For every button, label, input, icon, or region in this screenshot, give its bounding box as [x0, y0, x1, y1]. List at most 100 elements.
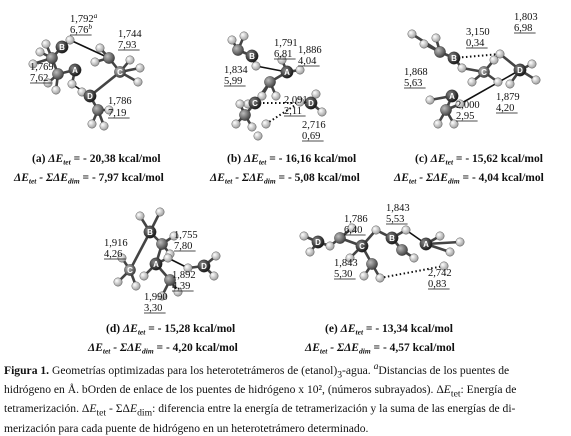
carbon-atom [52, 68, 64, 80]
oxygen-atom [143, 225, 157, 239]
bond-order-label: 7,19 [108, 108, 126, 119]
hydrogen-atom [425, 95, 435, 105]
atom-letter: D [517, 66, 523, 75]
hydrogen-atom [505, 79, 515, 89]
bond-order-label: 6,76b [70, 22, 92, 36]
atom-letter: B [451, 54, 457, 63]
atom-letter: C [481, 68, 487, 77]
hydrogen-atom [375, 273, 385, 283]
bond-order-label: 2,95 [456, 111, 474, 122]
hydrogen-atom [163, 253, 173, 263]
figure-caption: Figura 1. Geometrías optimizadas para lo… [4, 359, 568, 436]
distance-label: 1,916 [104, 238, 128, 249]
energy-tet-e: (e) ΔEtet = - 13,34 kcal/mol [325, 323, 453, 337]
hydrogen-atom [133, 77, 143, 87]
panel-c: B C D A [407, 29, 541, 129]
hydrogen-atom [277, 55, 287, 65]
hydrogen-atom [135, 211, 145, 221]
hydrogen-atom [135, 63, 145, 73]
hydrogen-atom [35, 47, 45, 57]
caption-text-1: Geometrías optimizadas para los heterote… [49, 361, 510, 381]
distance-label: 1,843 [334, 258, 358, 269]
hydrogen-bond [459, 69, 521, 105]
distance-label: 1,803 [514, 12, 538, 23]
weak-hydrogen-bond [265, 101, 301, 125]
hydrogen-atom [157, 291, 167, 301]
distance-label: 1,990 [144, 292, 168, 303]
distance-label: 1,879 [496, 92, 520, 103]
hydrogen-atom [139, 271, 149, 281]
bond-order-label: 6,40 [344, 225, 362, 236]
hydrogen-atom [261, 119, 271, 129]
hydrogen-atom [431, 33, 441, 43]
distance-label: 1,886 [298, 45, 322, 56]
oxygen-atom [68, 63, 82, 77]
distance-label: 2,742 [428, 268, 452, 279]
carbon-atom [46, 52, 58, 64]
oxygen-atom [447, 51, 461, 65]
oxygen-atom [445, 89, 459, 103]
energy-tet-d: (d) ΔEtet = - 15,28 kcal/mol [106, 323, 235, 337]
caption-text-4: merización para cada puente de hidrógeno… [4, 421, 369, 435]
carbon-atom [92, 104, 104, 116]
hydrogen-atom [65, 35, 75, 45]
bond-order-label: 7,80 [174, 241, 192, 252]
oxygen-atom [280, 65, 294, 79]
atom-letter: D [87, 92, 93, 101]
atom-letter: D [201, 262, 207, 271]
hydrogen-atom [271, 91, 281, 101]
oxygen-atom [83, 89, 97, 103]
hydrogen-atom [371, 225, 381, 235]
distance-label: 1,892 [172, 270, 196, 281]
hydrogen-atom [295, 65, 305, 75]
hydrogen-atom [347, 223, 357, 233]
hydrogen-atom [489, 55, 499, 65]
atom-letter: B [147, 228, 153, 237]
distance-label: 1,786 [344, 214, 368, 225]
hydrogen-atom [311, 89, 321, 99]
carbon-atom [440, 104, 452, 116]
hydrogen-atom [211, 251, 221, 261]
hydrogen-atom [235, 99, 245, 109]
hydrogen-atom [527, 59, 537, 69]
energy-tet-a: (a) ΔEtet = - 20,38 kcal/mol [32, 153, 161, 167]
distance-label: 2,716 [302, 120, 326, 131]
hydrogen-atom [41, 39, 51, 49]
distance-label: 1,868 [404, 67, 428, 78]
hydrogen-atom [407, 29, 417, 39]
hydrogen-atom [439, 261, 449, 271]
hydrogen-atom [51, 85, 61, 95]
carbon-atom [164, 274, 176, 286]
bond-order-label: 3,30 [144, 303, 162, 314]
hydrogen-atom [401, 225, 411, 235]
carbon-atom [434, 46, 446, 58]
atom-letter: A [423, 240, 429, 249]
distance-label: 1,786 [108, 96, 132, 107]
bond-order-label: 0,34 [466, 38, 485, 49]
atom-letter: A [449, 92, 455, 101]
hydrogen-atom [295, 97, 305, 107]
oxygen-atom [311, 235, 325, 249]
hydrogen-atom [231, 119, 241, 129]
bond [128, 230, 152, 272]
atom-letter: B [249, 52, 255, 61]
hydrogen-atom [325, 241, 335, 251]
hydrogen-atom [227, 35, 237, 45]
hydrogen-atom [247, 122, 257, 132]
hydrogen-atom [457, 63, 467, 73]
distance-label: 2,091 [284, 95, 308, 106]
hydrogen-atom [467, 77, 477, 87]
bond-order-label: 5,30 [334, 269, 352, 280]
oxygen-atom [245, 49, 259, 63]
hydrogen-atom [104, 105, 114, 115]
energy-tet-b: (b) ΔEtet = - 16,16 kcal/mol [227, 153, 356, 167]
atom-letter: B [389, 234, 395, 243]
distance-label: 1,843 [386, 203, 410, 214]
hydrogen-atom [99, 121, 109, 131]
bond-order-label: 7,93 [118, 40, 136, 51]
hydrogen-atom [455, 237, 465, 247]
carbon-atom [396, 244, 408, 256]
hydrogen-atom [239, 31, 249, 41]
